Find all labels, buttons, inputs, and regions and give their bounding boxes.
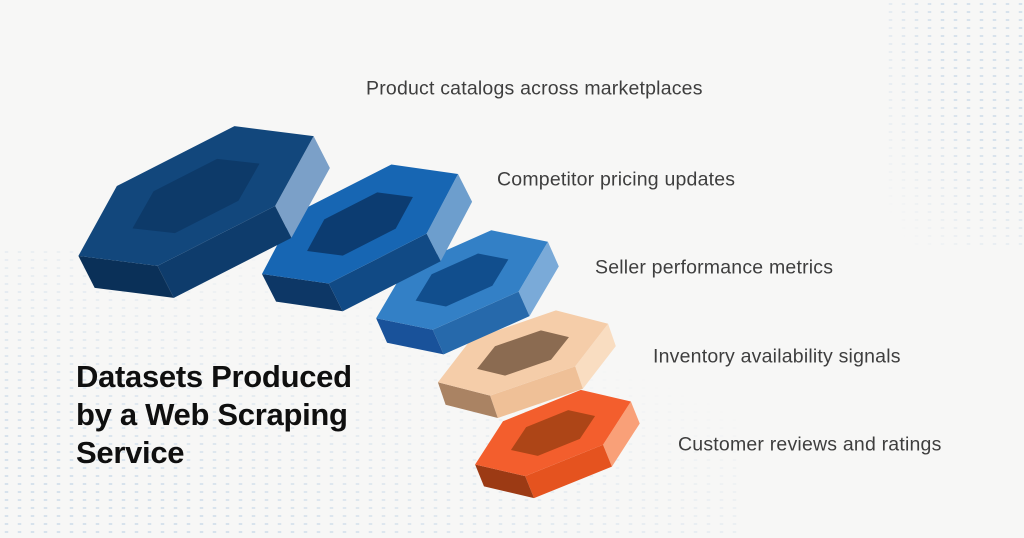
title-line-2: by a Web Scraping	[76, 397, 348, 433]
ring-side-front-face	[432, 291, 530, 355]
ring-side-right-face	[603, 401, 640, 467]
ring-side-front-face	[157, 205, 292, 298]
ring-hole	[132, 158, 260, 234]
title-line-3: Service	[76, 435, 185, 471]
ring-side-left-face	[376, 318, 444, 355]
ring-hole	[415, 253, 509, 307]
ring-slit	[487, 394, 623, 472]
label-seller-performance: Seller performance metrics	[595, 256, 834, 279]
ring-side-right-face	[426, 174, 473, 262]
ring-slit	[452, 316, 598, 391]
ring-top-face	[261, 164, 459, 284]
label-competitor-pricing: Competitor pricing updates	[497, 168, 736, 191]
ring-hole	[510, 410, 596, 456]
page-title: Datasets Produced by a Web Scraping Serv…	[76, 358, 352, 472]
ring-side-right-face	[275, 136, 330, 238]
ring-slit	[389, 234, 540, 326]
label-product-catalogs: Product catalogs across marketplaces	[366, 77, 703, 100]
ring-top-face	[376, 230, 548, 330]
ring-top-face	[437, 310, 609, 396]
label-inventory-availability: Inventory availability signals	[653, 345, 901, 368]
ring-side-left-face	[437, 382, 498, 419]
ring-side-right-face	[518, 241, 559, 317]
ring-hole	[307, 192, 413, 256]
ring-side-left-face	[261, 273, 343, 312]
title-line-1: Datasets Produced	[76, 359, 352, 394]
hex-ring-product-catalogs	[78, 126, 330, 298]
ring-side-front-face	[525, 444, 612, 499]
ring-hole	[477, 330, 569, 376]
ring-side-right-face	[575, 323, 616, 389]
ring-slit	[275, 167, 449, 281]
ring-side-front-face	[328, 233, 441, 312]
ring-top-face	[475, 389, 631, 477]
ring-side-left-face	[78, 255, 174, 298]
label-customer-reviews: Customer reviews and ratings	[678, 433, 942, 456]
halftone-pattern-top-right	[884, 0, 1024, 245]
ring-slit	[95, 128, 304, 264]
ring-side-front-face	[490, 366, 583, 419]
ring-top-face	[78, 126, 314, 266]
ring-side-left-face	[475, 464, 535, 499]
